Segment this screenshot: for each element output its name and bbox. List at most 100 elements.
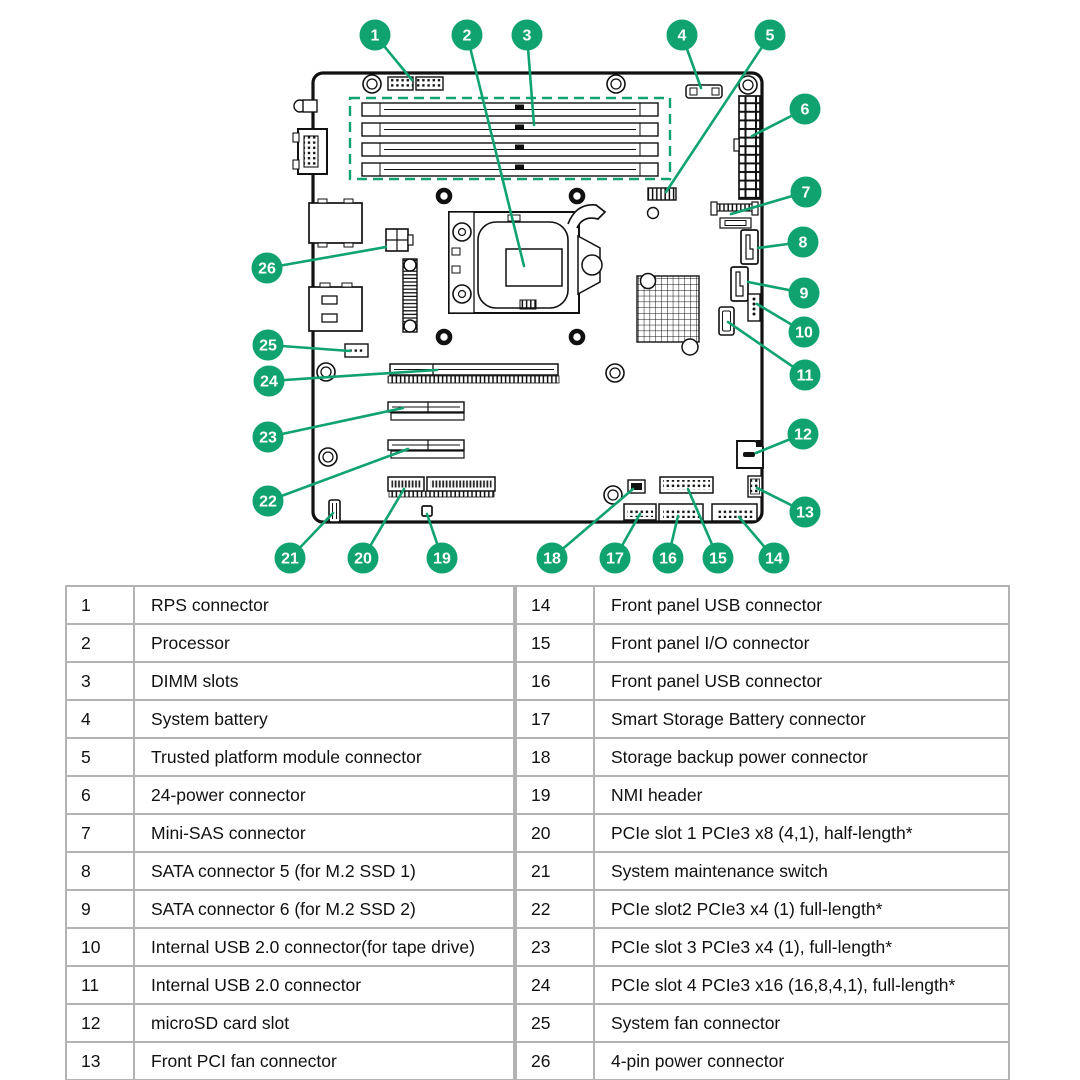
callout-number: 18 xyxy=(543,551,561,568)
callout-26: 26 xyxy=(251,252,283,284)
component-number: 15 xyxy=(517,625,595,663)
callout-number: 25 xyxy=(259,338,277,355)
front-pci-fan-connector xyxy=(747,475,763,498)
component-name: DIMM slots xyxy=(135,663,515,701)
table-row: 14 Front panel USB connector xyxy=(517,587,1010,625)
microsd-card-slot xyxy=(736,440,764,469)
table-left: 1 RPS connector 2 Processor 3 DIMM slots… xyxy=(65,585,515,1080)
callout-line-18 xyxy=(550,487,635,560)
callout-1: 1 xyxy=(359,19,391,51)
component-table: 1 RPS connector 2 Processor 3 DIMM slots… xyxy=(65,585,1010,1080)
callout-line-24 xyxy=(267,368,439,383)
component-name: SATA connector 6 (for M.2 SSD 2) xyxy=(135,891,515,929)
component-number: 18 xyxy=(517,739,595,777)
callout-10: 10 xyxy=(788,316,820,348)
callout-16: 16 xyxy=(652,542,684,574)
component-name: Trusted platform module connector xyxy=(135,739,515,777)
callout-number: 26 xyxy=(258,261,276,278)
component-number: 2 xyxy=(67,625,135,663)
callout-line-26 xyxy=(265,245,388,270)
callout-17: 17 xyxy=(599,542,631,574)
component-number: 14 xyxy=(517,587,595,625)
table-row: 4 System battery xyxy=(67,701,515,739)
callout-number: 7 xyxy=(802,185,811,202)
dimm-slots xyxy=(361,102,659,177)
pcie-slot-2 xyxy=(387,439,465,459)
callout-number: 8 xyxy=(799,235,808,252)
table-row: 13 Front PCI fan connector xyxy=(67,1043,515,1080)
table-row: 16 Front panel USB connector xyxy=(517,663,1010,701)
table-row: 5 Trusted platform module connector xyxy=(67,739,515,777)
callout-25: 25 xyxy=(252,329,284,361)
callout-21: 21 xyxy=(274,542,306,574)
callout-number: 1 xyxy=(371,28,380,45)
component-number: 22 xyxy=(517,891,595,929)
component-name: Front panel USB connector xyxy=(595,663,1010,701)
component-name: RPS connector xyxy=(135,587,515,625)
table-row: 20 PCIe slot 1 PCIe3 x8 (4,1), half-leng… xyxy=(517,815,1010,853)
tpm-connector xyxy=(647,187,677,201)
component-name: PCIe slot 1 PCIe3 x8 (4,1), half-length* xyxy=(595,815,1010,853)
callout-line-23 xyxy=(266,406,405,439)
callout-number: 14 xyxy=(765,551,783,568)
component-name: System maintenance switch xyxy=(595,853,1010,891)
table-row: 10 Internal USB 2.0 connector(for tape d… xyxy=(67,929,515,967)
table-row: 8 SATA connector 5 (for M.2 SSD 1) xyxy=(67,853,515,891)
component-number: 3 xyxy=(67,663,135,701)
component-number: 24 xyxy=(517,967,595,1005)
component-name: 24-power connector xyxy=(135,777,515,815)
callout-number: 2 xyxy=(463,28,472,45)
callout-number: 13 xyxy=(796,505,814,522)
internal-usb-connector xyxy=(718,306,735,336)
table-row: 21 System maintenance switch xyxy=(517,853,1010,891)
table-row: 22 PCIe slot2 PCIe3 x4 (1) full-length* xyxy=(517,891,1010,929)
component-name: System battery xyxy=(135,701,515,739)
callout-number: 20 xyxy=(354,551,372,568)
component-number: 16 xyxy=(517,663,595,701)
component-number: 7 xyxy=(67,815,135,853)
component-number: 4 xyxy=(67,701,135,739)
component-name: PCIe slot 4 PCIe3 x16 (16,8,4,1), full-l… xyxy=(595,967,1010,1005)
usb-port-block xyxy=(308,282,363,332)
table-row: 3 DIMM slots xyxy=(67,663,515,701)
component-name: 4-pin power connector xyxy=(595,1043,1010,1080)
inductor-coil xyxy=(402,258,418,333)
component-number: 26 xyxy=(517,1043,595,1080)
callout-15: 15 xyxy=(702,542,734,574)
system-maintenance-switch xyxy=(328,499,341,523)
callout-9: 9 xyxy=(788,277,820,309)
component-name: Storage backup power connector xyxy=(595,739,1010,777)
component-name: Front panel USB connector xyxy=(595,587,1010,625)
component-number: 12 xyxy=(67,1005,135,1043)
callout-line-2 xyxy=(465,33,526,268)
sata-connector-6 xyxy=(730,266,749,302)
component-number: 1 xyxy=(67,587,135,625)
component-name: Mini-SAS connector xyxy=(135,815,515,853)
callout-6: 6 xyxy=(789,93,821,125)
table-row: 18 Storage backup power connector xyxy=(517,739,1010,777)
processor-socket xyxy=(448,204,607,314)
pcie-slot-1 xyxy=(387,476,496,498)
component-number: 20 xyxy=(517,815,595,853)
component-number: 9 xyxy=(67,891,135,929)
callout-11: 11 xyxy=(789,359,821,391)
lan-port-block xyxy=(308,198,363,248)
component-name: Front panel I/O connector xyxy=(595,625,1010,663)
table-row: 19 NMI header xyxy=(517,777,1010,815)
component-name: Smart Storage Battery connector xyxy=(595,701,1010,739)
component-name: NMI header xyxy=(595,777,1010,815)
callout-8: 8 xyxy=(787,226,819,258)
cpu-standoffs xyxy=(435,187,586,346)
component-number: 23 xyxy=(517,929,595,967)
component-name: PCIe slot2 PCIe3 x4 (1) full-length* xyxy=(595,891,1010,929)
motherboard-diagram-svg: 1234567891011121314151617181920212223242… xyxy=(251,19,822,574)
component-number: 19 xyxy=(517,777,595,815)
callout-5: 5 xyxy=(754,19,786,51)
smart-storage-battery-connector xyxy=(623,503,657,521)
table-row: 6 24-power connector xyxy=(67,777,515,815)
callout-24: 24 xyxy=(253,365,285,397)
rear-io-stub xyxy=(293,99,318,113)
callout-number: 22 xyxy=(259,494,277,511)
